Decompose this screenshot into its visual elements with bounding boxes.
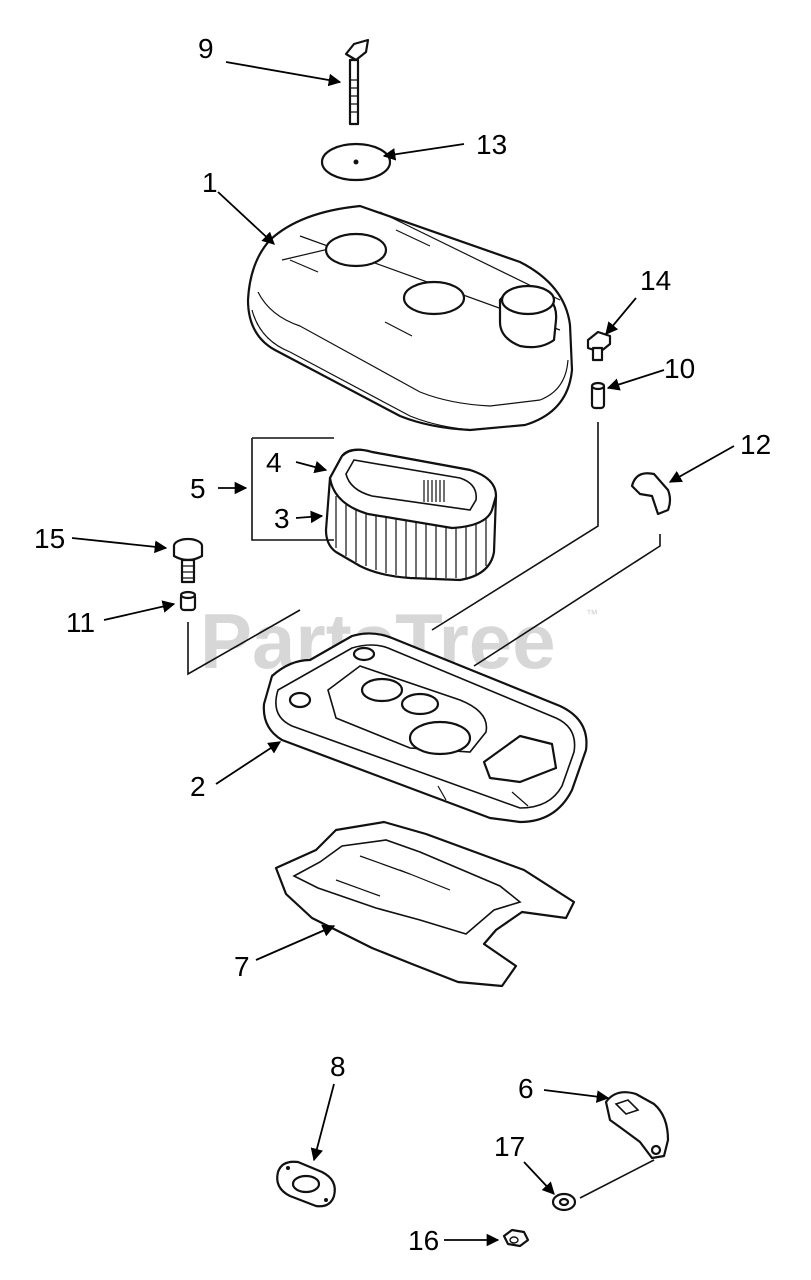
callout-9: 9 [198,33,214,64]
callout-15: 15 [34,523,65,554]
callout-4: 4 [266,447,282,478]
callout-13: 13 [476,129,507,160]
callout-numbers: 9 13 1 14 10 12 4 5 3 15 11 2 7 8 6 17 1… [34,33,771,1256]
part-1-cover [246,204,574,432]
part-11-bushing [179,590,197,612]
leader-arrows [71,61,735,1247]
callout-6: 6 [518,1073,534,1104]
callout-1: 1 [202,167,218,198]
callout-2: 2 [190,771,206,802]
part-10-pin [590,381,606,410]
watermark-trademark: ™ [586,607,598,621]
part-13-washer [320,142,392,182]
part-9-wing-bolt [344,38,370,126]
part-17-washer [551,1192,577,1212]
part-15-bolt [172,537,204,584]
part-2-base [262,632,588,824]
callout-3: 3 [274,503,290,534]
part-14-screw [586,330,612,362]
callout-14: 14 [640,265,671,296]
part-8-small-gasket [276,1160,336,1208]
part-12-elbow [630,472,672,516]
part-6-bracket [604,1091,670,1160]
part-3-4-filter-element [324,448,498,582]
callout-12: 12 [740,429,771,460]
callout-8: 8 [330,1051,346,1082]
callout-5: 5 [190,473,206,504]
assembly-lines [187,422,661,1199]
callout-11: 11 [66,607,95,638]
part-16-nut [502,1228,530,1248]
part-7-gasket [274,820,576,988]
callout-7: 7 [234,951,250,982]
callout-17: 17 [494,1131,525,1162]
callout-16: 16 [408,1225,439,1256]
callout-10: 10 [664,353,695,384]
